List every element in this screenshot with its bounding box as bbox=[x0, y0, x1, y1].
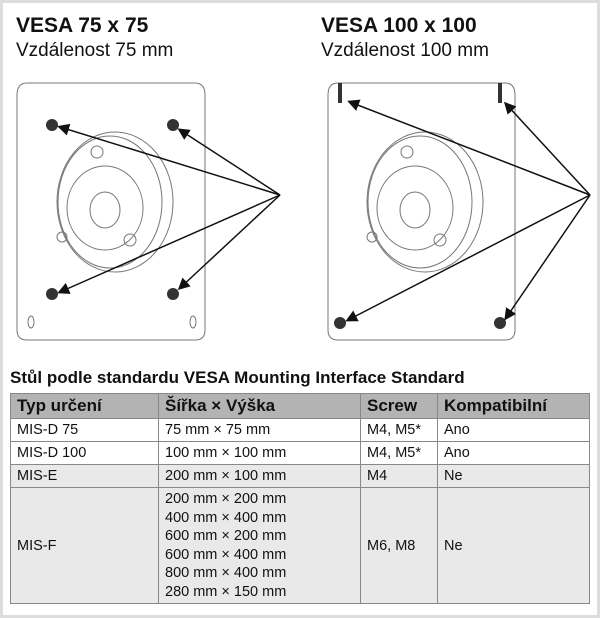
header-type: Typ určení bbox=[10, 393, 159, 419]
cell-size: 200 mm × 100 mm bbox=[158, 464, 361, 488]
cell-compat: Ne bbox=[437, 464, 590, 488]
cell-type: MIS-E bbox=[10, 464, 159, 488]
table-row: MIS-D 75 75 mm × 75 mm M4, M5* Ano bbox=[10, 418, 590, 442]
right-title: VESA 100 x 100 bbox=[321, 14, 477, 37]
cell-size: 100 mm × 100 mm bbox=[158, 441, 361, 465]
cell-screw: M6, M8 bbox=[360, 487, 438, 604]
cell-size: 75 mm × 75 mm bbox=[158, 418, 361, 442]
size-item: 800 mm × 400 mm bbox=[165, 565, 287, 581]
cell-type: MIS-D 75 bbox=[10, 418, 159, 442]
cell-compat: Ne bbox=[437, 487, 590, 604]
vesa-table: Typ určení Šířka × Výška Screw Kompatibi… bbox=[10, 393, 590, 604]
left-arrows bbox=[57, 123, 281, 294]
table-row: MIS-D 100 100 mm × 100 mm M4, M5* Ano bbox=[10, 441, 590, 465]
size-item: 400 mm × 400 mm bbox=[165, 509, 287, 526]
table-title: Stůl podle standardu VESA Mounting Inter… bbox=[10, 368, 465, 387]
cell-screw: M4, M5* bbox=[360, 418, 438, 442]
vesa-diagrams bbox=[16, 82, 591, 341]
left-subtitle: Vzdálenost 75 mm bbox=[16, 40, 174, 61]
cell-type: MIS-D 100 bbox=[10, 441, 159, 465]
size-item: 280 mm × 150 mm bbox=[165, 583, 287, 600]
cell-type: MIS-F bbox=[10, 487, 159, 604]
header-screw: Screw bbox=[360, 393, 438, 419]
cell-size: 200 mm × 200 mm 400 mm × 400 mm 600 mm ×… bbox=[158, 487, 361, 604]
right-subtitle: Vzdálenost 100 mm bbox=[321, 40, 489, 61]
table-row: MIS-E 200 mm × 100 mm M4 Ne bbox=[10, 464, 590, 488]
size-item: 600 mm × 400 mm bbox=[165, 546, 287, 563]
header-size: Šířka × Výška bbox=[158, 393, 361, 419]
cell-compat: Ano bbox=[437, 441, 590, 465]
header-compat: Kompatibilní bbox=[437, 393, 590, 419]
table-header-row: Typ určení Šířka × Výška Screw Kompatibi… bbox=[10, 393, 590, 419]
cell-screw: M4 bbox=[360, 464, 438, 488]
right-arrows bbox=[345, 99, 591, 322]
left-mount-plate bbox=[16, 82, 206, 341]
size-item: 600 mm × 200 mm bbox=[165, 528, 287, 544]
left-title: VESA 75 x 75 bbox=[16, 14, 149, 37]
right-mount-plate bbox=[327, 82, 516, 341]
table-row: MIS-F 200 mm × 200 mm 400 mm × 400 mm 60… bbox=[10, 487, 590, 604]
size-item: 200 mm × 200 mm bbox=[165, 491, 287, 507]
cell-screw: M4, M5* bbox=[360, 441, 438, 465]
cell-compat: Ano bbox=[437, 418, 590, 442]
left-screws bbox=[46, 119, 179, 300]
right-screws bbox=[334, 83, 506, 329]
